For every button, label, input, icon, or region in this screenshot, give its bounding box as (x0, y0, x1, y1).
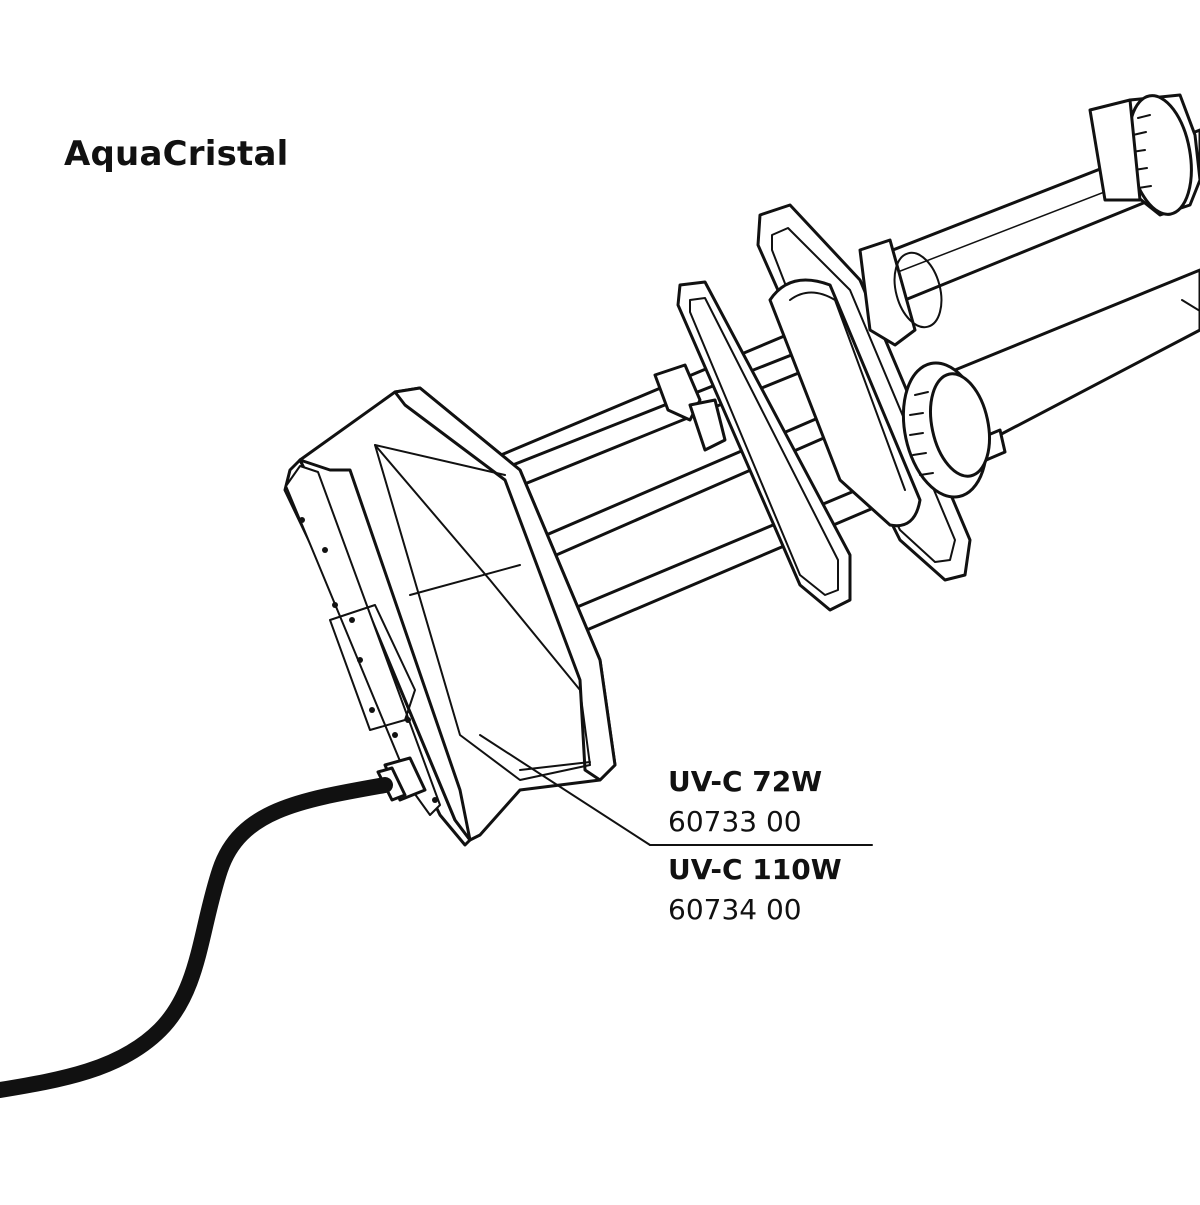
part-number-110w: 60734 00 (668, 893, 802, 926)
part-name-72w: UV-C 72W (668, 765, 823, 798)
end-cap (283, 458, 472, 847)
label-leader (479, 734, 873, 846)
clip (653, 363, 727, 452)
part-number-72w: 60733 00 (668, 805, 802, 838)
mounting-plate (756, 203, 972, 582)
gasket-plate (676, 280, 852, 612)
lamp-housing (298, 386, 617, 842)
right-union-nut (1088, 93, 1200, 217)
threaded-socket (858, 238, 943, 347)
brand-title: AquaCristal (64, 134, 289, 174)
power-cable (0, 777, 393, 1098)
lower-union-nut (901, 361, 991, 499)
part-name-110w: UV-C 110W (668, 853, 842, 886)
lower-tube (953, 268, 1200, 442)
